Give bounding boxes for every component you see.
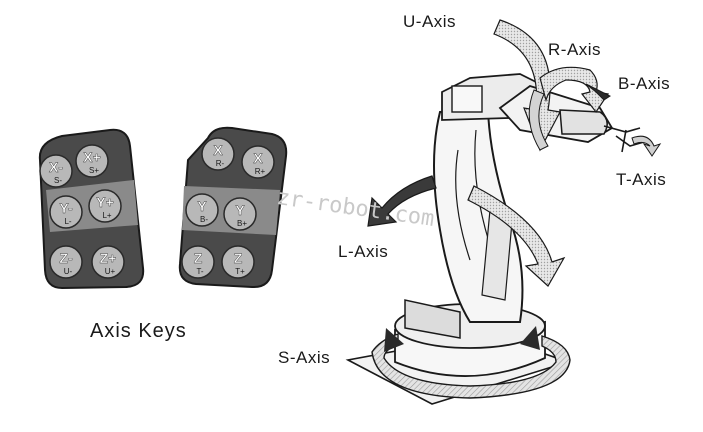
left-key-sub-label: S- bbox=[54, 176, 62, 185]
right-key-sub-label: R- bbox=[216, 159, 225, 168]
left-key-main-label: Y- bbox=[59, 200, 73, 216]
keys-layer: X-S-X+S+Y-L-Y+L+Z-U-Z+U+XR-XR+YB-YB+ZT-Z… bbox=[39, 137, 275, 279]
s-axis-arrowhead-right bbox=[520, 326, 540, 350]
right-key-face[interactable] bbox=[221, 245, 255, 279]
t-axis-label: T-Axis bbox=[616, 170, 667, 189]
left-key-2[interactable]: X+S+ bbox=[75, 144, 109, 178]
left-key-4[interactable]: Y+L+ bbox=[88, 189, 122, 223]
b-axis-arrow bbox=[585, 83, 611, 101]
t-axis-arrow bbox=[631, 135, 662, 157]
right-key-sub-label: T- bbox=[196, 267, 203, 276]
left-key-sub-label: S+ bbox=[89, 166, 99, 175]
left-key-6[interactable]: Z+U+ bbox=[91, 245, 125, 279]
right-key-face[interactable] bbox=[181, 245, 215, 279]
right-key-4[interactable]: YB+ bbox=[223, 197, 257, 231]
right-key-main-label: Y bbox=[235, 202, 245, 218]
right-key-face[interactable] bbox=[241, 145, 275, 179]
right-key-2[interactable]: XR+ bbox=[241, 145, 275, 179]
motion-arrows bbox=[367, 19, 662, 399]
right-key-sub-label: B- bbox=[200, 215, 208, 224]
right-key-main-label: X bbox=[253, 150, 263, 166]
right-key-main-label: Z bbox=[234, 250, 243, 266]
left-key-face[interactable] bbox=[39, 154, 73, 188]
left-key-main-label: Z+ bbox=[100, 250, 117, 266]
left-key-sub-label: U- bbox=[64, 267, 73, 276]
robot-lower-arm bbox=[433, 108, 524, 323]
left-key-sub-label: L- bbox=[64, 217, 71, 226]
l-axis-arrow bbox=[367, 175, 437, 227]
left-key-face[interactable] bbox=[88, 189, 122, 223]
l-axis-label: L-Axis bbox=[338, 242, 389, 261]
right-key-face[interactable] bbox=[223, 197, 257, 231]
right-key-sub-label: R+ bbox=[255, 167, 266, 176]
right-key-sub-label: B+ bbox=[237, 219, 247, 228]
gripper bbox=[603, 125, 645, 153]
left-key-1[interactable]: X-S- bbox=[39, 154, 73, 188]
right-key-1[interactable]: XR- bbox=[201, 137, 235, 171]
right-key-5[interactable]: ZT- bbox=[181, 245, 215, 279]
axis-keys-caption: Axis Keys bbox=[90, 320, 187, 342]
left-key-sub-label: L+ bbox=[102, 211, 111, 220]
right-key-main-label: Z bbox=[194, 250, 203, 266]
left-key-sub-label: U+ bbox=[105, 267, 116, 276]
r-axis-arrow bbox=[539, 66, 610, 114]
left-key-face[interactable] bbox=[91, 245, 125, 279]
left-key-main-label: Z- bbox=[59, 250, 73, 266]
left-key-face[interactable] bbox=[75, 144, 109, 178]
u-axis-label: U-Axis bbox=[403, 12, 457, 31]
left-key-face[interactable] bbox=[49, 195, 83, 229]
left-key-5[interactable]: Z-U- bbox=[49, 245, 83, 279]
s-axis-arrowhead-left bbox=[384, 328, 404, 352]
b-axis-label: B-Axis bbox=[618, 74, 671, 93]
left-key-face[interactable] bbox=[49, 245, 83, 279]
motor-box bbox=[451, 85, 483, 113]
left-key-main-label: X+ bbox=[83, 149, 101, 165]
right-key-face[interactable] bbox=[185, 193, 219, 227]
right-key-main-label: Y bbox=[197, 198, 207, 214]
right-key-main-label: X bbox=[213, 142, 223, 158]
right-key-3[interactable]: YB- bbox=[185, 193, 219, 227]
right-key-sub-label: T+ bbox=[235, 267, 245, 276]
s-axis-label: S-Axis bbox=[278, 348, 331, 367]
right-key-face[interactable] bbox=[201, 137, 235, 171]
body-sweep-arrow bbox=[467, 185, 566, 287]
r-axis-label: R-Axis bbox=[548, 40, 602, 59]
robot-upper-arm bbox=[441, 73, 645, 153]
base-block bbox=[404, 299, 461, 339]
left-key-3[interactable]: Y-L- bbox=[49, 195, 83, 229]
r-axis-ring bbox=[528, 89, 549, 151]
wrist-cylinder bbox=[559, 109, 608, 135]
right-key-6[interactable]: ZT+ bbox=[221, 245, 255, 279]
left-key-main-label: Y+ bbox=[96, 194, 114, 210]
left-key-main-label: X- bbox=[49, 159, 63, 175]
